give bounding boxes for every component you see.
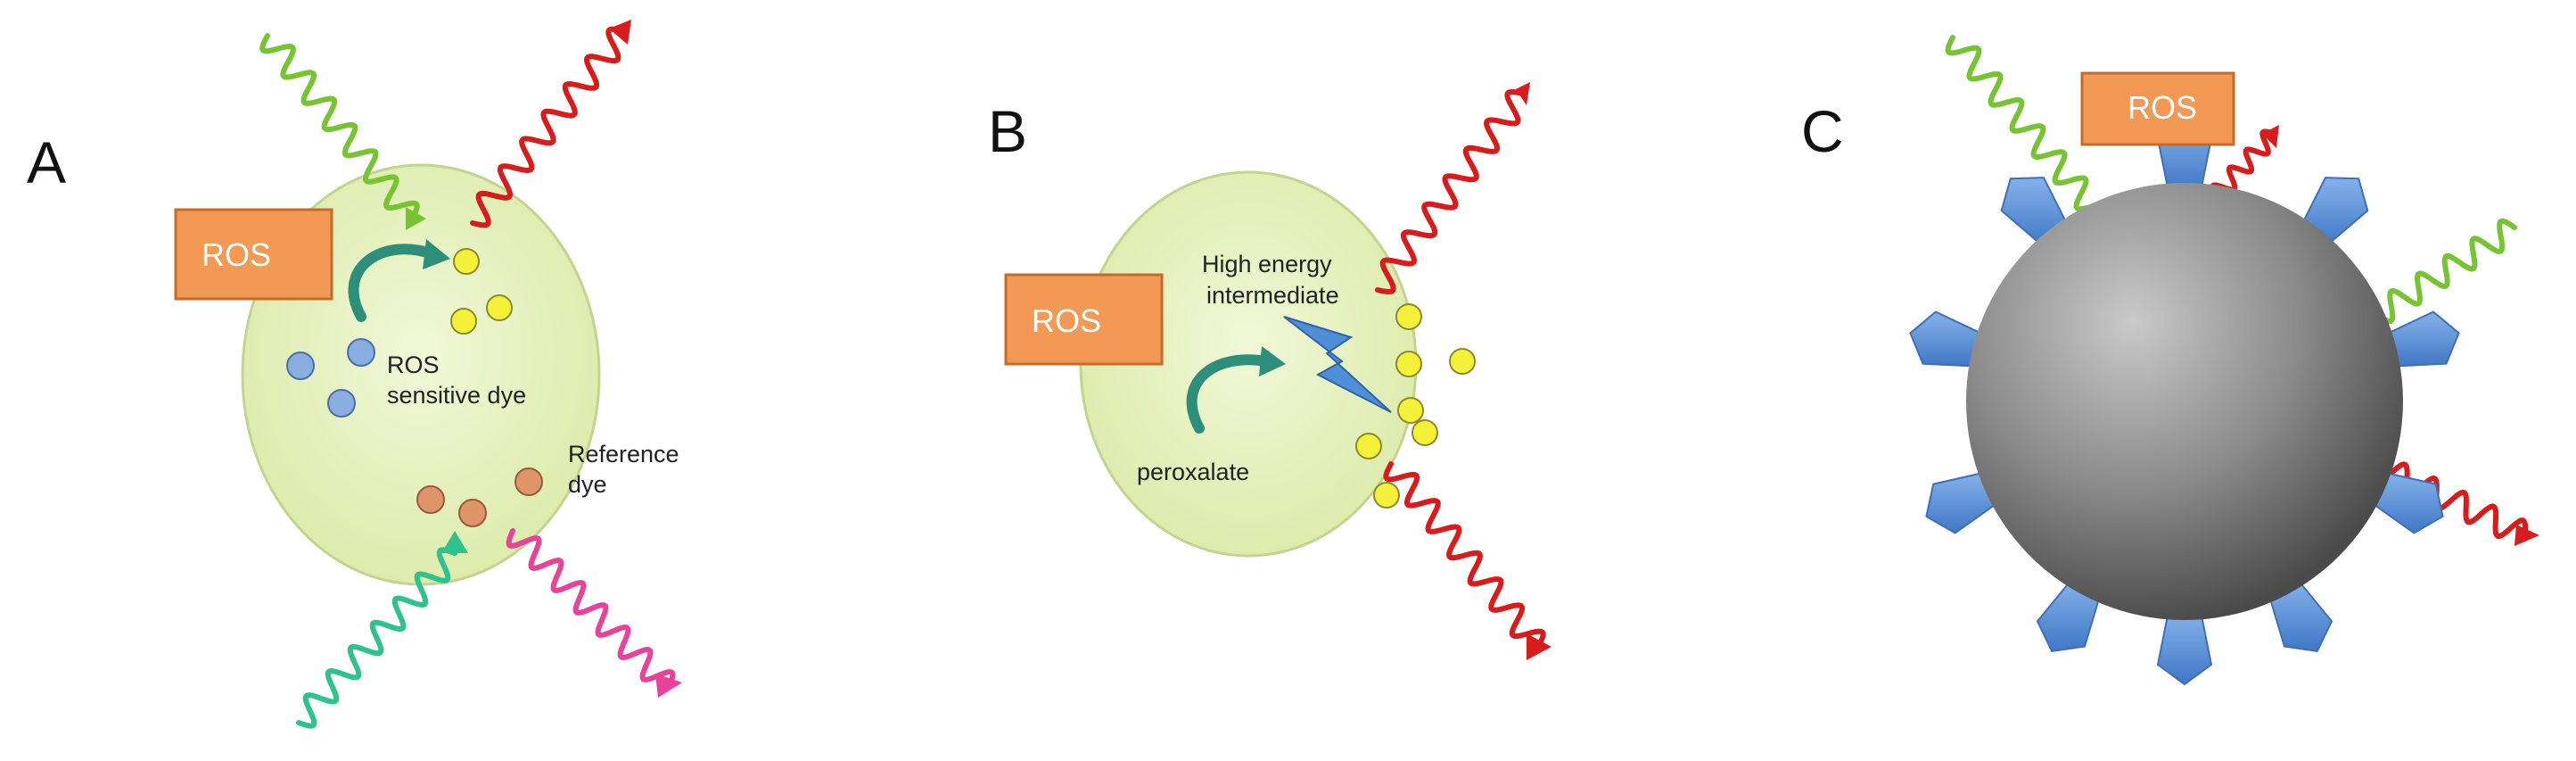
panel-b-red-emission-wave-bottom xyxy=(1383,461,1546,649)
panel-a-teal-excitation-wave xyxy=(296,547,457,729)
panel-a-red-arrowhead xyxy=(609,20,631,45)
panel-a-reaction-arrowhead xyxy=(423,239,450,269)
panel-a: A ROS ROS sensitive dye Reference dye xyxy=(27,20,682,729)
panel-a-pink-emission-wave xyxy=(506,528,676,690)
panel-a-ref-label-line1: Reference xyxy=(568,441,679,467)
panel-a-reaction-arrow xyxy=(348,244,438,322)
panel-c-spikes xyxy=(1909,117,2460,686)
panel-a-orange-dot xyxy=(458,499,487,527)
panel-b-yellow-dot xyxy=(1373,482,1400,509)
panel-c-red-arrowhead-right xyxy=(2514,525,2539,546)
panel-c-ros-box xyxy=(2080,71,2235,146)
panel-a-yellow-dot xyxy=(486,294,513,321)
panel-b-yellow-dot xyxy=(1395,303,1422,330)
panel-c-spike xyxy=(2156,610,2213,686)
panel-b-lightning-icon xyxy=(1283,316,1392,413)
panel-b-yellow-dot xyxy=(1355,433,1382,459)
panel-a-dye-label-line1: ROS xyxy=(387,352,440,378)
panel-b-yellow-dot xyxy=(1397,397,1424,424)
panel-c-green-wave-top xyxy=(1945,35,2111,222)
panel-b-reaction-arrowhead xyxy=(1259,346,1286,376)
panel-b-bottom-arrowhead xyxy=(1527,633,1551,660)
panel-b-yellow-dot xyxy=(1449,348,1476,375)
panel-b-yellow-dot xyxy=(1395,351,1422,377)
panel-c-red-arrowhead-top xyxy=(2262,125,2279,148)
panel-a-blue-dot xyxy=(347,338,375,367)
panel-a-blue-dot xyxy=(327,389,356,418)
panel-b-ros-label: ROS xyxy=(1032,302,1101,339)
panel-a-green-arrowhead xyxy=(406,207,426,230)
panel-a-ref-label-line2: dye xyxy=(568,471,607,498)
panel-a-letter: A xyxy=(27,129,66,195)
panel-a-orange-dot xyxy=(416,485,445,514)
panel-b-yellow-dot xyxy=(1411,419,1438,446)
panel-a-yellow-dot xyxy=(453,248,480,275)
panel-a-pink-arrowhead xyxy=(655,674,682,698)
panel-c: C ROS xyxy=(1801,35,2539,686)
panel-a-teal-arrowhead xyxy=(441,531,468,553)
panel-a-orange-dot xyxy=(514,467,543,496)
panel-c-letter: C xyxy=(1801,98,1844,164)
panel-c-ros-label: ROS xyxy=(2127,89,2197,126)
panel-a-blue-dot xyxy=(286,352,315,380)
panel-a-yellow-dot xyxy=(450,308,477,335)
panel-b-peroxalate-label: peroxalate xyxy=(1137,459,1249,485)
panel-b: B ROS High energy intermediate peroxalat… xyxy=(988,82,1551,660)
panel-b-intermediate-line1: High energy xyxy=(1202,251,1332,277)
panel-a-red-emission-wave xyxy=(470,26,627,228)
panel-b-reaction-arrow xyxy=(1186,354,1272,434)
panel-a-ros-label: ROS xyxy=(202,236,271,273)
panel-a-dye-label-line2: sensitive dye xyxy=(387,382,526,409)
panel-a-green-excitation-wave xyxy=(259,33,420,221)
panel-b-red-emission-wave-top xyxy=(1375,88,1526,295)
panel-b-ros-box xyxy=(1004,273,1164,366)
panel-b-top-arrowhead xyxy=(1516,82,1530,105)
panel-c-nanoparticle xyxy=(1966,183,2403,620)
panel-b-letter: B xyxy=(988,98,1027,164)
panel-b-intermediate-line2: intermediate xyxy=(1206,282,1339,309)
panel-a-ros-box xyxy=(174,208,333,301)
